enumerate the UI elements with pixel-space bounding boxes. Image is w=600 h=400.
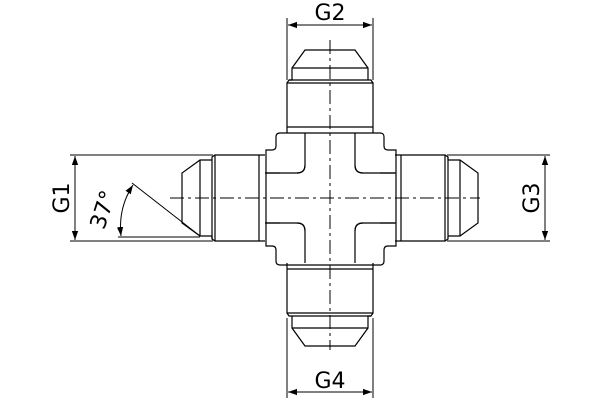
dimension-g1: G1 bbox=[50, 154, 213, 242]
flare-angle-dimension: 37° bbox=[86, 182, 201, 238]
dimension-g2: G2 bbox=[286, 1, 374, 80]
label-g4: G4 bbox=[314, 369, 345, 394]
dimension-g4: G4 bbox=[286, 318, 374, 398]
dimension-g3: G3 bbox=[447, 154, 550, 242]
label-g2: G2 bbox=[314, 1, 345, 26]
label-g3: G3 bbox=[520, 182, 545, 213]
fitting-body bbox=[265, 132, 397, 266]
label-angle: 37° bbox=[86, 188, 122, 233]
label-g1: G1 bbox=[50, 182, 75, 213]
